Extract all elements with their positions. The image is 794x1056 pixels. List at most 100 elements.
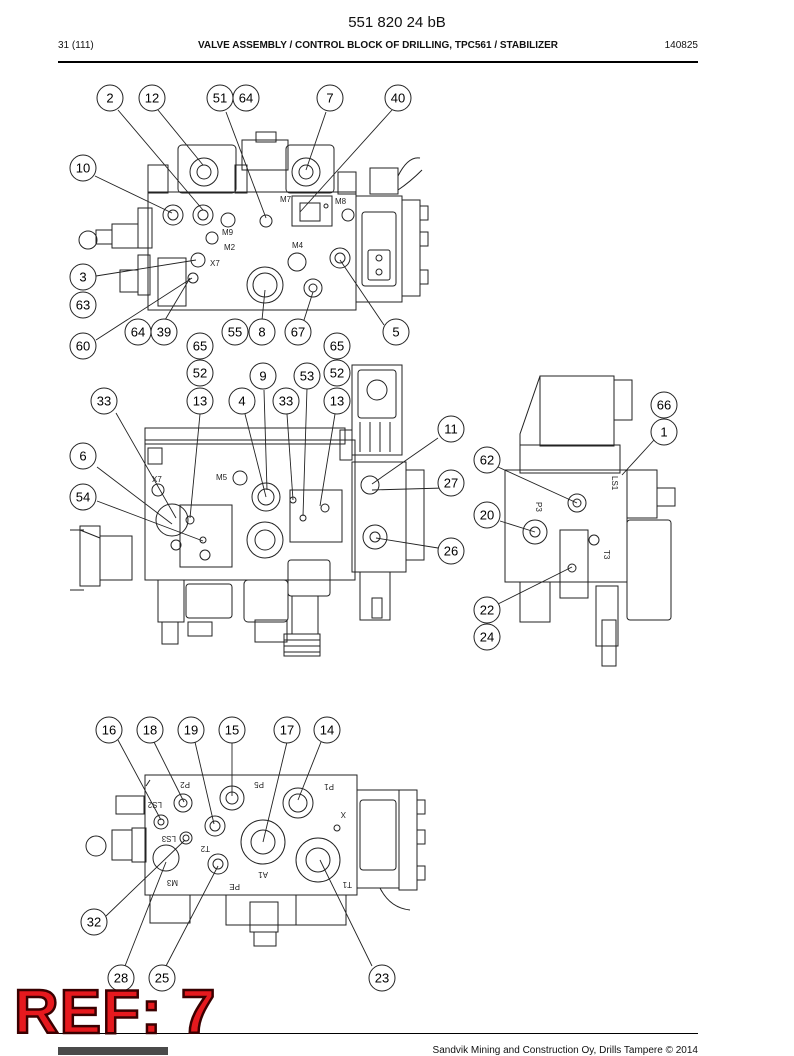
port-label-ls1: LS1 bbox=[610, 476, 619, 491]
svg-text:60: 60 bbox=[76, 339, 90, 354]
svg-text:14: 14 bbox=[320, 723, 334, 738]
callout-55: 55 bbox=[221, 318, 249, 346]
svg-text:27: 27 bbox=[444, 476, 458, 491]
svg-text:33: 33 bbox=[97, 394, 111, 409]
port-label-pe: PE bbox=[229, 882, 240, 891]
svg-text:52: 52 bbox=[193, 366, 207, 381]
callout-33b: 33 bbox=[272, 387, 300, 415]
port-label-p5: P5 bbox=[254, 780, 264, 789]
port-label-m5: M5 bbox=[216, 473, 228, 482]
callout-24: 24 bbox=[473, 623, 501, 651]
svg-text:26: 26 bbox=[444, 544, 458, 559]
port-label-p2: P2 bbox=[180, 780, 190, 789]
callout-11: 11 bbox=[437, 415, 465, 443]
callout-13b: 13 bbox=[323, 387, 351, 415]
callout-54: 54 bbox=[69, 483, 97, 511]
side-valve-block bbox=[504, 375, 676, 667]
header-rule bbox=[58, 61, 698, 63]
svg-text:62: 62 bbox=[480, 453, 494, 468]
callout-16: 16 bbox=[95, 716, 123, 744]
port-label-p1: P1 bbox=[324, 782, 334, 791]
port-label-m8: M8 bbox=[335, 197, 347, 206]
callout-18: 18 bbox=[136, 716, 164, 744]
port-label-p3: P3 bbox=[534, 502, 543, 512]
document-date: 140825 bbox=[664, 40, 698, 51]
svg-text:13: 13 bbox=[330, 394, 344, 409]
callout-33: 33 bbox=[90, 387, 118, 415]
callout-52b: 52 bbox=[323, 359, 351, 387]
brand-logo-strip bbox=[58, 1047, 168, 1055]
callout-17: 17 bbox=[273, 716, 301, 744]
svg-text:8: 8 bbox=[258, 325, 265, 340]
callout-51: 51 bbox=[206, 84, 234, 112]
callout-64: 64 bbox=[232, 84, 260, 112]
port-label-m9: M9 bbox=[222, 228, 234, 237]
svg-text:10: 10 bbox=[76, 161, 90, 176]
svg-text:33: 33 bbox=[279, 394, 293, 409]
callout-1: 1 bbox=[650, 418, 678, 446]
callout-3: 3 bbox=[69, 263, 97, 291]
svg-text:19: 19 bbox=[184, 723, 198, 738]
svg-text:40: 40 bbox=[391, 91, 405, 106]
callout-15: 15 bbox=[218, 716, 246, 744]
callout-60: 60 bbox=[69, 332, 97, 360]
svg-text:65: 65 bbox=[193, 339, 207, 354]
port-label-ls2: LS2 bbox=[147, 800, 162, 809]
port-label-t3: T3 bbox=[602, 550, 611, 560]
port-label-m2: M2 bbox=[224, 243, 236, 252]
callout-22: 22 bbox=[473, 596, 501, 624]
svg-text:11: 11 bbox=[444, 422, 458, 437]
svg-text:22: 22 bbox=[480, 603, 494, 618]
callout-65b: 65 bbox=[323, 332, 351, 360]
callout-53: 53 bbox=[293, 362, 321, 390]
svg-text:20: 20 bbox=[480, 508, 494, 523]
svg-text:12: 12 bbox=[145, 91, 159, 106]
footer-rule bbox=[58, 1033, 698, 1034]
svg-text:3: 3 bbox=[79, 270, 86, 285]
callout-14: 14 bbox=[313, 716, 341, 744]
middle-valve-block bbox=[70, 364, 425, 657]
svg-text:23: 23 bbox=[375, 971, 389, 986]
svg-text:32: 32 bbox=[87, 915, 101, 930]
svg-text:7: 7 bbox=[326, 91, 333, 106]
svg-text:65: 65 bbox=[330, 339, 344, 354]
svg-text:55: 55 bbox=[228, 325, 242, 340]
callout-25: 25 bbox=[148, 964, 176, 992]
callout-list: 2 12 51 64 7 40 10 3 63 60 64 39 55 8 67… bbox=[69, 84, 678, 992]
svg-text:16: 16 bbox=[102, 723, 116, 738]
callout-28: 28 bbox=[107, 964, 135, 992]
svg-text:67: 67 bbox=[291, 325, 305, 340]
top-valve-block bbox=[78, 131, 429, 311]
callout-4: 4 bbox=[228, 387, 256, 415]
svg-text:6: 6 bbox=[79, 449, 86, 464]
callout-13: 13 bbox=[186, 387, 214, 415]
callout-64b: 64 bbox=[124, 318, 152, 346]
callout-52: 52 bbox=[186, 359, 214, 387]
port-label-x7: X7 bbox=[210, 259, 220, 268]
callout-9: 9 bbox=[249, 362, 277, 390]
svg-text:15: 15 bbox=[225, 723, 239, 738]
svg-text:53: 53 bbox=[300, 369, 314, 384]
svg-text:28: 28 bbox=[114, 971, 128, 986]
ref-stamp: REF: 7 bbox=[13, 978, 217, 1047]
svg-text:66: 66 bbox=[657, 398, 671, 413]
port-label-m4: M4 bbox=[292, 241, 304, 250]
callout-5: 5 bbox=[382, 318, 410, 346]
svg-text:9: 9 bbox=[259, 369, 266, 384]
callout-63: 63 bbox=[69, 291, 97, 319]
callout-62: 62 bbox=[473, 446, 501, 474]
svg-text:4: 4 bbox=[238, 394, 245, 409]
port-label-ls3: LS3 bbox=[161, 834, 176, 843]
callout-26: 26 bbox=[437, 537, 465, 565]
callout-40: 40 bbox=[384, 84, 412, 112]
section-title: VALVE ASSEMBLY / CONTROL BLOCK OF DRILLI… bbox=[197, 40, 559, 51]
port-label-x7b: X7 bbox=[152, 475, 162, 484]
port-label-m3: M3 bbox=[166, 878, 178, 887]
header-row: VALVE ASSEMBLY / CONTROL BLOCK OF DRILLI… bbox=[58, 40, 698, 56]
svg-text:64: 64 bbox=[131, 325, 145, 340]
svg-text:24: 24 bbox=[480, 630, 494, 645]
svg-text:52: 52 bbox=[330, 366, 344, 381]
leader-lines bbox=[94, 109, 655, 967]
svg-text:63: 63 bbox=[76, 298, 90, 313]
callout-65: 65 bbox=[186, 332, 214, 360]
